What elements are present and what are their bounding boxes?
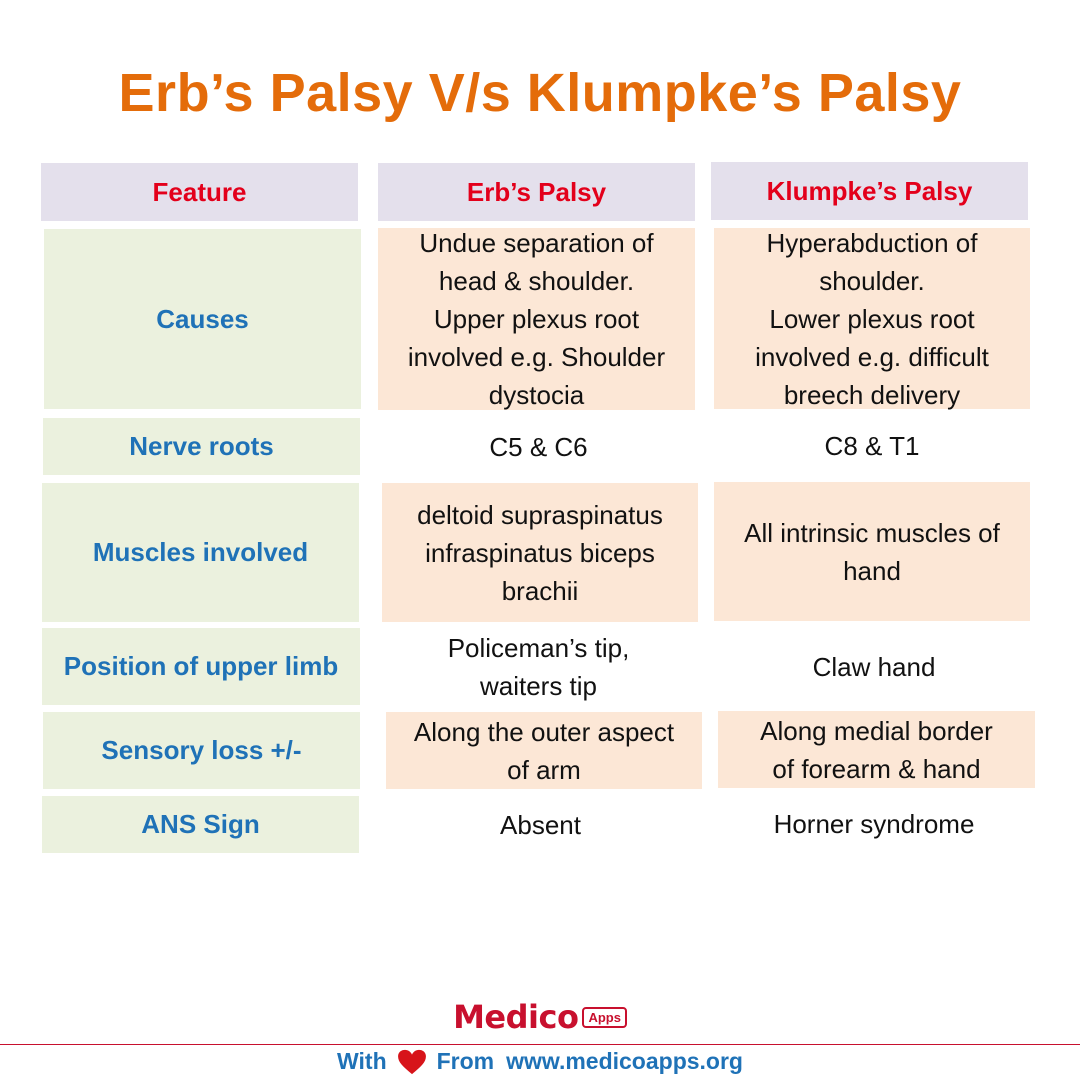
header-erb: Erb’s Palsy bbox=[378, 163, 695, 221]
medicoapps-logo: Medico Apps bbox=[0, 998, 1080, 1036]
klumpke-sensory-loss: Along medial border of forearm & hand bbox=[718, 711, 1035, 788]
erb-causes: Undue separation of head & shoulder. Upp… bbox=[378, 228, 695, 410]
klumpke-sensory-line: of forearm & hand bbox=[772, 753, 981, 784]
footer-from: From bbox=[436, 1048, 495, 1074]
klumpke-causes-line: involved e.g. difficult bbox=[755, 341, 989, 372]
page-title: Erb’s Palsy V/s Klumpke’s Palsy bbox=[118, 63, 962, 123]
feature-muscles-involved: Muscles involved bbox=[42, 483, 359, 622]
feature-ans-sign: ANS Sign bbox=[42, 796, 359, 853]
klumpke-ans-sign: Horner syndrome bbox=[773, 808, 975, 839]
erb-causes-line: Undue separation of bbox=[419, 228, 654, 258]
erb-causes-line: head & shoulder. bbox=[438, 266, 635, 296]
header-klumpke: Klumpke’s Palsy bbox=[711, 162, 1028, 220]
erb-muscles-line: deltoid supraspinatus bbox=[417, 499, 663, 530]
erb-muscles-line: infraspinatus biceps bbox=[425, 537, 655, 568]
klumpke-position: Claw hand bbox=[812, 651, 936, 682]
klumpke-causes: Hyperabduction of shoulder. Lower plexus… bbox=[714, 228, 1030, 410]
erb-causes-line: involved e.g. Shoulder bbox=[407, 342, 666, 372]
feature-position-of-upper-limb: Position of upper limb bbox=[42, 628, 360, 705]
footer-url[interactable]: www.medicoapps.org bbox=[506, 1048, 743, 1074]
klumpke-muscles-line: hand bbox=[843, 555, 901, 586]
feature-sensory-loss: Sensory loss +/- bbox=[43, 712, 360, 789]
header-feature: Feature bbox=[41, 163, 358, 221]
erb-muscles-line: brachii bbox=[501, 575, 579, 606]
klumpke-nerve-roots: C8 & T1 bbox=[824, 430, 920, 461]
erb-nerve-roots: C5 & C6 bbox=[489, 431, 588, 462]
klumpke-causes-line: Lower plexus root bbox=[769, 303, 975, 334]
klumpke-muscles-involved: All intrinsic muscles of hand bbox=[714, 482, 1030, 621]
footer: With From www.medicoapps.org bbox=[0, 1048, 1080, 1075]
logo-badge: Apps bbox=[582, 1006, 627, 1028]
erb-ans-sign: Absent bbox=[500, 809, 581, 840]
footer-divider bbox=[0, 1044, 1080, 1045]
klumpke-sensory-line: Along medial border bbox=[760, 715, 993, 746]
klumpke-causes-line: breech delivery bbox=[783, 379, 961, 410]
erb-position: Policeman’s tip, waiters tip bbox=[380, 628, 697, 705]
feature-nerve-roots: Nerve roots bbox=[43, 418, 360, 475]
erb-muscles-involved: deltoid supraspinatus infraspinatus bice… bbox=[382, 483, 698, 622]
erb-sensory-line: of arm bbox=[507, 754, 581, 785]
erb-position-line: waiters tip bbox=[479, 670, 598, 701]
klumpke-causes-line: shoulder. bbox=[819, 265, 925, 296]
logo-text: Medico bbox=[453, 998, 579, 1036]
heart-icon bbox=[397, 1049, 426, 1074]
klumpke-muscles-line: All intrinsic muscles of bbox=[744, 517, 1000, 548]
erb-causes-line: dystocia bbox=[488, 380, 585, 410]
erb-position-line: Policeman’s tip, bbox=[447, 632, 630, 663]
klumpke-causes-line: Hyperabduction of bbox=[766, 227, 978, 258]
footer-with: With bbox=[337, 1048, 387, 1074]
erb-sensory-loss: Along the outer aspect of arm bbox=[386, 712, 702, 789]
erb-sensory-line: Along the outer aspect bbox=[413, 716, 675, 747]
feature-causes: Causes bbox=[44, 229, 361, 409]
erb-causes-line: Upper plexus root bbox=[433, 304, 640, 334]
